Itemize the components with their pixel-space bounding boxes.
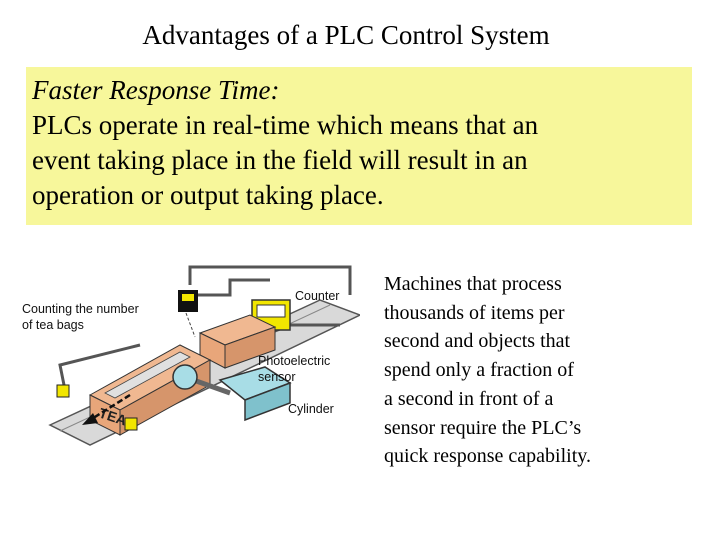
label-counter: Counter — [295, 289, 339, 303]
caption-line-7: quick response capability. — [384, 445, 591, 468]
small-sensor-right-icon — [124, 417, 138, 431]
caption-text: Machines that process thousands of items… — [384, 270, 704, 471]
push-arrow-head-icon — [82, 413, 98, 425]
caption-line-1: Machines that process — [384, 273, 562, 295]
box-text: PLCs operate in real-time which means th… — [32, 108, 672, 213]
counter-screen-icon — [256, 304, 286, 318]
conveyor-diagram: TEA Counting the number of tea bags Coun… — [22, 265, 360, 446]
label-counting-1: Counting the number — [22, 302, 139, 316]
box-line-1: PLCs operate in real-time which means th… — [32, 110, 539, 140]
tea-box-front — [199, 332, 226, 369]
label-counting-2: of tea bags — [22, 318, 84, 332]
caption-line-6: sensor require the PLC’s — [384, 416, 582, 439]
tea-bags-icon — [104, 351, 191, 399]
sensor-light-icon — [182, 294, 194, 301]
box-heading: Faster Response Time: — [32, 75, 280, 105]
cylinder-body-front — [244, 381, 291, 422]
box-line-2: event taking place in the field will res… — [32, 145, 528, 175]
highlight-box: Faster Response Time: PLCs operate in re… — [26, 67, 692, 225]
label-cylinder: Cylinder — [288, 402, 334, 416]
caption-line-2: thousands of items per — [384, 301, 565, 324]
label-photoelectric-2: sensor — [258, 370, 296, 384]
sensor-beam — [185, 312, 196, 338]
slide-title: Advantages of a PLC Control System — [142, 20, 550, 50]
box-line-3: operation or output taking place. — [32, 180, 384, 210]
cylinder-head-icon — [172, 364, 198, 390]
wire-counter — [195, 278, 270, 297]
tea-stack-front — [89, 394, 121, 436]
label-photoelectric-1: Photoelectric — [258, 354, 330, 368]
wire-left — [58, 343, 141, 391]
small-sensor-left-icon — [56, 384, 70, 398]
push-arrow — [89, 393, 131, 422]
caption-line-5: a second in front of a — [384, 387, 554, 410]
wire-sensor — [188, 265, 352, 295]
caption-line-3: second and objects that — [384, 330, 571, 353]
caption-line-4: spend only a fraction of — [384, 359, 574, 382]
